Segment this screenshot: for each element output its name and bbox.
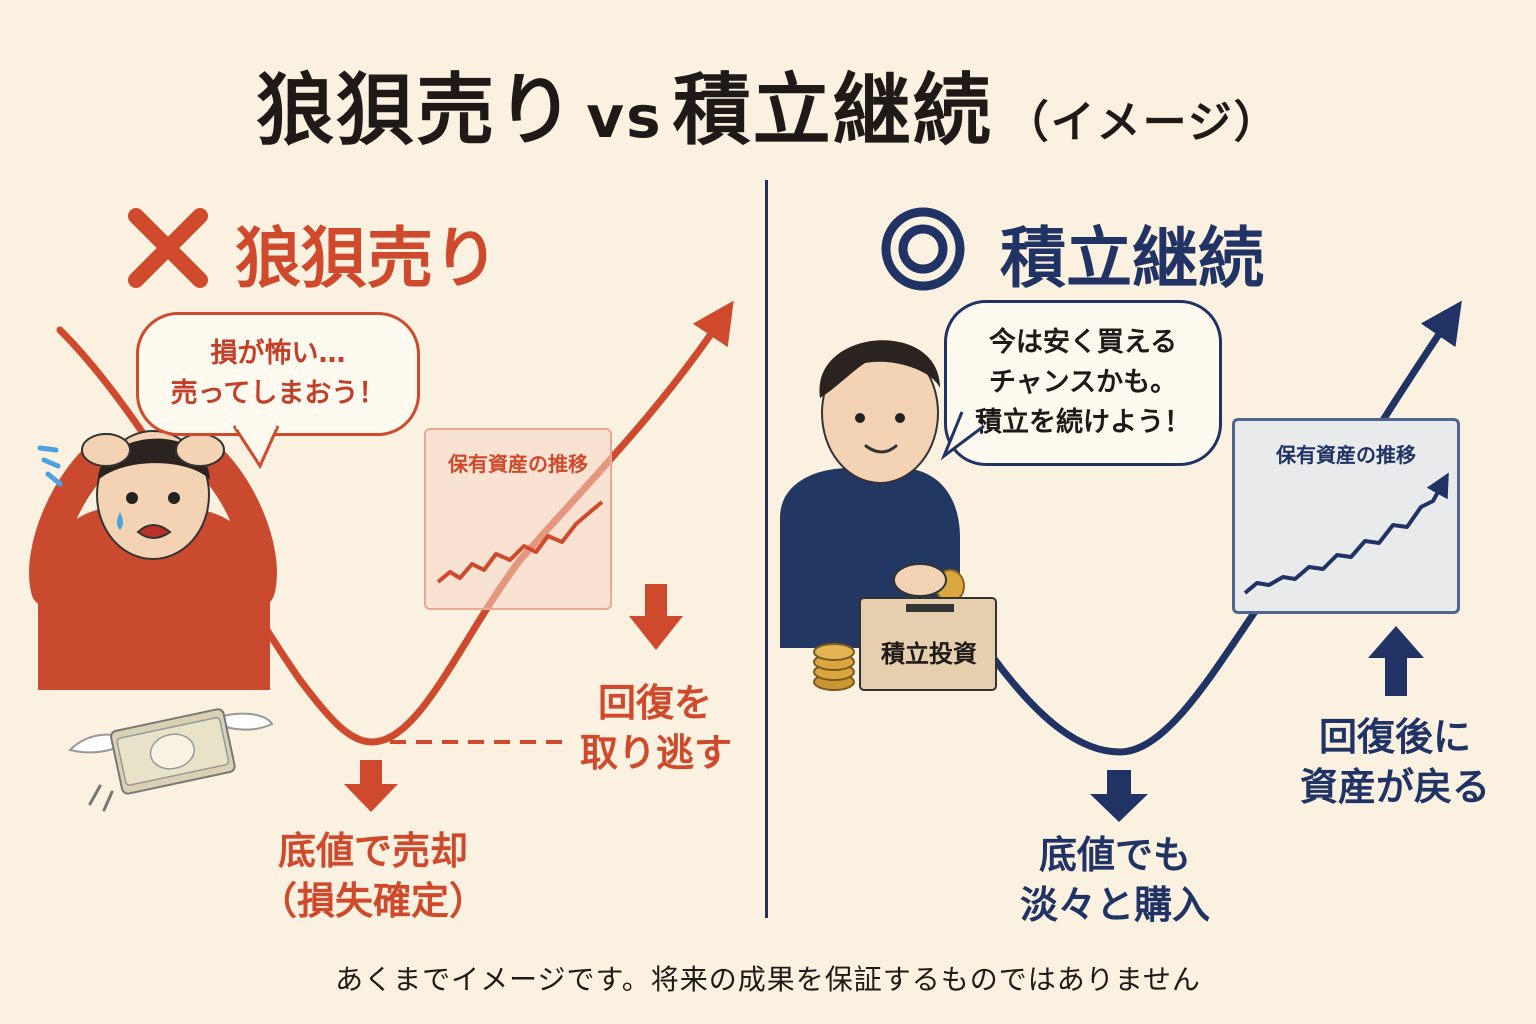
double-circle-icon (881, 207, 965, 291)
right-recover-up-arrow-icon (1368, 626, 1424, 696)
right-bottom-down-arrow-icon (1090, 770, 1148, 822)
right-bottom-caption-line1: 底値でも (1038, 833, 1191, 877)
title-note: （イメージ） (1004, 97, 1280, 148)
left-miss-down-arrow-icon (629, 584, 683, 650)
title-left: 狼狽売り (256, 66, 577, 156)
left-bottom-caption-line2: （損失確定） (258, 879, 487, 923)
right-bottom-caption: 底値でも 淡々と購入 (990, 830, 1240, 930)
savings-box-label: 積立投資 (881, 640, 977, 668)
right-recover-caption-line2: 資産が戻る (1299, 765, 1490, 809)
right-recover-caption: 回復後に 資産が戻る (1290, 712, 1500, 812)
right-bottom-caption-line2: 淡々と購入 (1019, 883, 1210, 927)
disclaimer: あくまでイメージです。将来の成果を保証するものではありません (335, 963, 1201, 996)
left-miss-caption-line2: 取り逃す (580, 731, 733, 775)
title-right: 積立継続 (672, 66, 993, 156)
left-miss-caption: 回復を 取り逃す (580, 678, 733, 778)
left-miss-caption-line1: 回復を (597, 681, 712, 725)
left-bubble-tail (232, 424, 280, 470)
left-bottom-down-arrow-icon (344, 760, 398, 812)
right-recover-caption-line1: 回復後に (1318, 715, 1471, 759)
right-heading: 積立継続 (1000, 220, 1264, 297)
left-speech-line2: 売ってしまおう！ (170, 378, 386, 409)
right-holdings-minichart: 保有資産の推移 (1232, 418, 1460, 614)
right-minichart-title: 保有資産の推移 (1276, 443, 1416, 467)
cross-icon (128, 208, 208, 288)
center-divider (765, 180, 768, 918)
left-speech-line1: 損が怖い… (210, 338, 346, 369)
left-minichart-line (436, 500, 604, 584)
right-bubble-tail (940, 411, 985, 461)
right-speech-line2: チャンスかも。 (988, 367, 1178, 398)
left-heading: 狼狽売り (235, 220, 499, 297)
left-minichart-title: 保有資産の推移 (448, 452, 588, 476)
right-speech-bubble: 今は安く買える チャンスかも。 積立を続けよう！ (944, 300, 1222, 466)
right-minichart-line (1243, 472, 1449, 595)
coin-stack-icon (813, 643, 855, 691)
title-vs: vs (586, 83, 663, 151)
savings-box-illustration (813, 563, 997, 691)
flying-money-icon (68, 708, 274, 812)
left-speech-bubble: 損が怖い… 売ってしまおう！ (136, 312, 420, 436)
right-speech-line3: 積立を続けよう！ (975, 407, 1191, 438)
right-speech-line1: 今は安く買える (988, 327, 1178, 358)
left-holdings-minichart: 保有資産の推移 (424, 428, 612, 610)
panicking-person-illustration (29, 430, 277, 690)
left-bottom-caption-line1: 底値で売却 (277, 829, 468, 873)
left-bottom-caption: 底値で売却 （損失確定） (248, 826, 498, 926)
